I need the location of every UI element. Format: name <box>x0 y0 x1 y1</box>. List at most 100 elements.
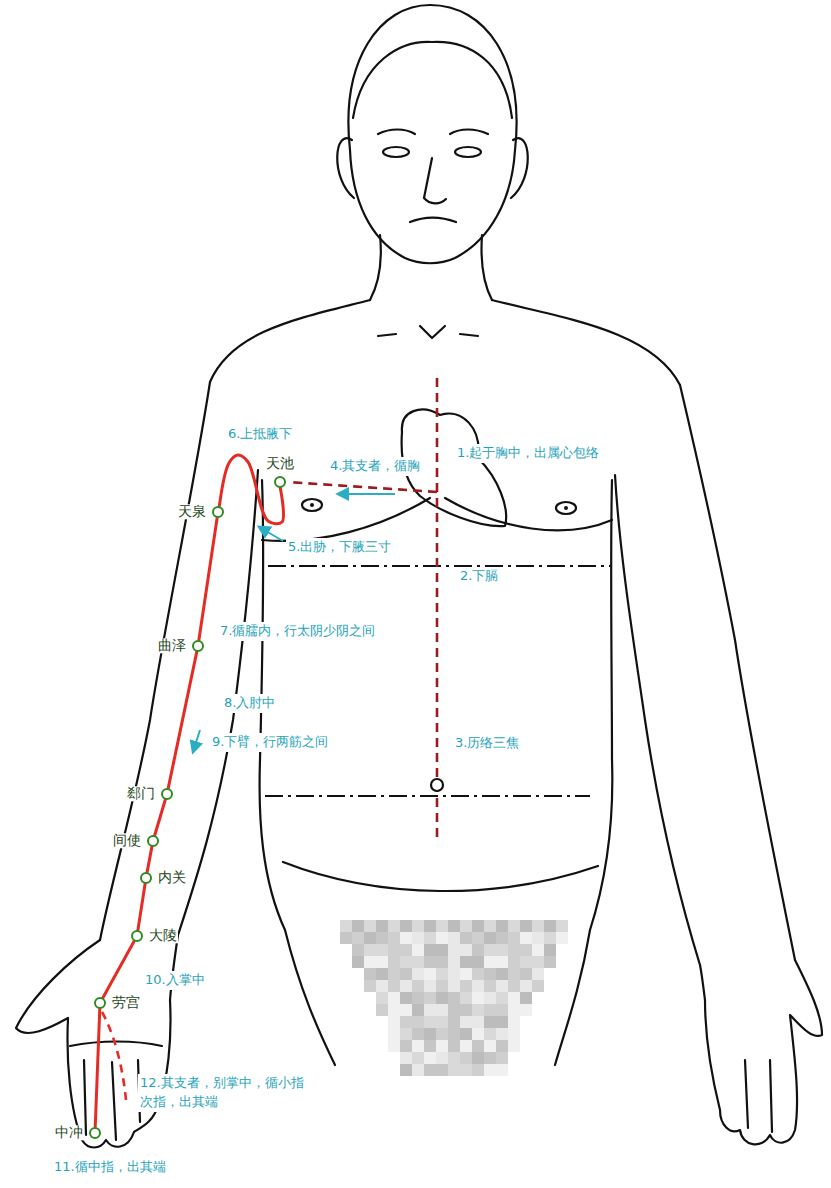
chest-line <box>262 498 430 541</box>
mosaic-cell <box>472 920 484 932</box>
finger-branch-line <box>102 1012 126 1100</box>
mosaic-cell <box>496 956 508 968</box>
mosaic-cell <box>448 1016 460 1028</box>
mosaic-cell <box>520 920 532 932</box>
mosaic-cell <box>508 992 520 1004</box>
mosaic-cell <box>412 1016 424 1028</box>
mosaic-cell <box>424 1016 436 1028</box>
direction-arrow <box>259 527 283 541</box>
mosaic-cell <box>424 920 436 932</box>
mosaic-cell <box>400 932 412 944</box>
mosaic-cell <box>484 992 496 1004</box>
mosaic-cell <box>496 1028 508 1040</box>
mosaic-cell <box>352 956 364 968</box>
mosaic-cell <box>532 968 544 980</box>
navel-mark <box>431 779 443 791</box>
mosaic-cell <box>460 1028 472 1040</box>
mosaic-patch <box>340 920 568 1076</box>
mosaic-cell <box>364 968 376 980</box>
collarbone-line <box>378 326 478 338</box>
mosaic-cell <box>436 920 448 932</box>
mosaic-cell <box>460 992 472 1004</box>
navel-line <box>265 795 590 797</box>
mosaic-cell <box>400 1016 412 1028</box>
mosaic-cell <box>436 1052 448 1064</box>
mosaic-cell <box>424 992 436 1004</box>
mosaic-cell <box>544 932 556 944</box>
mosaic-cell <box>376 968 388 980</box>
mosaic-cell <box>424 1028 436 1040</box>
callout-text: 1.起于胸中，出属心包络 <box>455 444 601 463</box>
mosaic-cell <box>424 1064 436 1076</box>
mosaic-cell <box>508 956 520 968</box>
mosaic-cell <box>448 1004 460 1016</box>
callout-text: 12.其支者，别掌中，循小指次指，出其端 <box>138 1074 307 1112</box>
mosaic-cell <box>496 932 508 944</box>
mosaic-cell <box>436 992 448 1004</box>
acupoint-shape <box>161 788 173 800</box>
mosaic-cell <box>472 1064 484 1076</box>
acupoint-circle <box>162 789 172 799</box>
mosaic-cell <box>412 932 424 944</box>
mosaic-cell <box>424 1040 436 1052</box>
mosaic-cell <box>496 1004 508 1016</box>
acupoint-shape <box>147 835 159 847</box>
callout-text: 7.循臑内，行太阴少阴之间 <box>218 622 377 641</box>
meridian-line <box>199 518 217 640</box>
mosaic-cell <box>460 968 472 980</box>
mosaic-cell <box>364 932 376 944</box>
mosaic-cell <box>436 1016 448 1028</box>
mosaic-cell <box>400 980 412 992</box>
mosaic-cell <box>472 1052 484 1064</box>
mosaic-cell <box>460 932 472 944</box>
mosaic-cell <box>520 932 532 944</box>
acupoint-node: 天泉 <box>212 506 224 518</box>
acupoint-circle <box>132 931 142 941</box>
callout-text: 10.入掌中 <box>143 971 207 990</box>
mosaic-cell <box>496 1040 508 1052</box>
mosaic-cell <box>484 980 496 992</box>
mosaic-cell <box>412 1052 424 1064</box>
chest-line <box>445 498 612 530</box>
mosaic-cell <box>508 1040 520 1052</box>
mosaic-cell <box>460 1064 472 1076</box>
brow-line <box>378 130 415 135</box>
mosaic-cell <box>436 1064 448 1076</box>
nipple-dot <box>564 506 568 510</box>
mosaic-cell <box>364 956 376 968</box>
mosaic-cell <box>460 944 472 956</box>
mosaic-cell <box>436 1040 448 1052</box>
mosaic-cell <box>388 1040 400 1052</box>
mosaic-cell <box>412 1064 424 1076</box>
mosaic-cell <box>388 968 400 980</box>
mosaic-cell <box>424 956 436 968</box>
direction-arrows <box>193 494 395 752</box>
meridian-line <box>103 941 134 997</box>
mosaic-cell <box>388 944 400 956</box>
mosaic-cell <box>400 920 412 932</box>
mosaic-cell <box>388 992 400 1004</box>
callout-text: 8.入肘中 <box>222 694 277 713</box>
mosaic-cell <box>484 932 496 944</box>
diaphragm-line <box>268 565 612 567</box>
mosaic-cell <box>460 920 472 932</box>
mosaic-cell <box>364 944 376 956</box>
shoulder-line <box>492 300 680 385</box>
mosaic-cell <box>532 944 544 956</box>
level-lines <box>265 566 612 796</box>
mosaic-cell <box>532 980 544 992</box>
belly-line <box>283 862 598 891</box>
mosaic-cell <box>520 968 532 980</box>
acupoint-node: 郄门 <box>161 788 173 800</box>
arm-outline <box>680 385 795 960</box>
acupoint-name: 大陵 <box>148 928 178 943</box>
mosaic-cell <box>496 944 508 956</box>
acupoint-circle <box>90 1128 100 1138</box>
acupoint-node: 中冲 <box>89 1127 101 1139</box>
mosaic-cell <box>376 956 388 968</box>
mosaic-cell <box>436 980 448 992</box>
acupoint-circle <box>213 507 223 517</box>
hand-outline <box>700 960 822 1144</box>
mosaic-cell <box>520 944 532 956</box>
meridian-line <box>155 800 166 836</box>
